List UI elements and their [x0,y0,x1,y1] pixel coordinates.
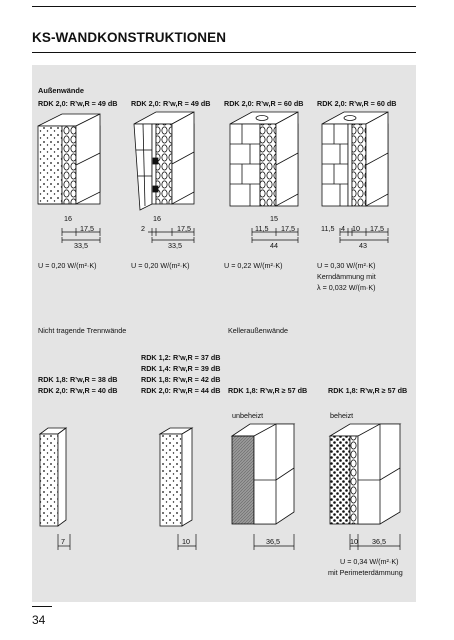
trenn-mid-rdk-3: RDK 1,8: R’w,R = 42 dB [141,375,221,384]
aussen-u-3: U = 0,22 W/(m²·K) [224,261,283,270]
trenn-figure-mid [158,427,194,527]
keller-dim-beheizt-2: 36,5 [372,537,386,546]
trenn-dim-left: 7 [61,537,65,546]
dim-1-mid: 17,5 [80,224,94,233]
trenn-mid-rdk-1: RDK 1,2: R’w,R = 37 dB [141,353,221,362]
keller-dim-unbeheizt: 36,5 [266,537,280,546]
keller-rdk-unbeheizt: RDK 1,8: R’w,R ≥ 57 dB [228,386,308,395]
dim-2-mid: 17,5 [177,224,191,233]
trenn-mid-rdk-2: RDK 1,4: R’w,R = 39 dB [141,364,221,373]
aussen-rdk-4: RDK 2,0: R’w,R = 60 dB [317,99,397,108]
page-number: 34 [32,613,46,627]
dim-4-left: 11,5 [321,224,335,233]
lower-dimension-lines [57,534,401,550]
keller-dim-beheizt-1: 10 [350,537,358,546]
dim-3-left: 11,5 [255,224,269,233]
keller-label-beheizt: beheizt [330,411,354,420]
trenn-figure-left [38,427,68,527]
section-kelleraussenwaende: Kelleraußenwände [228,326,288,335]
aussen-figure-1 [37,113,101,205]
aussen-figure-3 [229,111,299,207]
section-aussenwaende: Außenwände [38,86,84,95]
trenn-mid-rdk-4: RDK 2,0: R’w,R = 44 dB [141,386,221,395]
top-rule [32,6,416,7]
dim-3-total: 44 [270,241,278,250]
dim-4-a: 4 [341,224,345,233]
keller-u-value: U = 0,34 W/(m²·K) [340,557,399,566]
aussen-note-2: λ = 0,032 W/(m·K) [317,283,376,292]
aussen-rdk-3: RDK 2,0: R’w,R = 60 dB [224,99,304,108]
dim-4-mid: 17,5 [370,224,384,233]
dim-3-mid: 17,5 [281,224,295,233]
aussen-note-1: Kerndämmung mit [317,272,376,281]
aussen-figure-4 [321,111,389,207]
trenn-dim-mid: 10 [182,537,190,546]
dim-1-total: 33,5 [74,241,88,250]
dim-2-total: 33,5 [168,241,182,250]
aussen-rdk-1: RDK 2,0: R’w,R = 49 dB [38,99,118,108]
keller-note: mit Perimeterdämmung [328,568,403,577]
dim-3-top: 15 [270,214,278,223]
title-rule [32,52,416,53]
dim-4-b: 10 [352,224,360,233]
aussen-dimension-lines [61,228,389,243]
aussen-figure-2 [133,111,195,211]
trenn-left-rdk-2: RDK 2,0: R’w,R = 40 dB [38,386,118,395]
trenn-left-rdk-1: RDK 1,8: R’w,R = 38 dB [38,375,118,384]
dim-2-top: 16 [153,214,161,223]
keller-figure-unbeheizt [230,423,296,525]
keller-rdk-beheizt: RDK 1,8: R’w,R ≥ 57 dB [328,386,408,395]
dim-4-total: 43 [359,241,367,250]
page-title: KS-WANDKONSTRUKTIONEN [32,30,227,45]
keller-figure-beheizt [328,423,402,525]
aussen-rdk-2: RDK 2,0: R’w,R = 49 dB [131,99,211,108]
page-number-rule [32,606,52,607]
aussen-u-4: U = 0,30 W/(m²·K) [317,261,376,270]
dim-2-left: 2 [141,224,145,233]
aussen-u-1: U = 0,20 W/(m²·K) [38,261,97,270]
aussen-u-2: U = 0,20 W/(m²·K) [131,261,190,270]
keller-label-unbeheizt: unbeheizt [232,411,264,420]
section-trennwaende: Nicht tragende Trennwände [38,326,127,335]
dim-1-top: 16 [64,214,72,223]
